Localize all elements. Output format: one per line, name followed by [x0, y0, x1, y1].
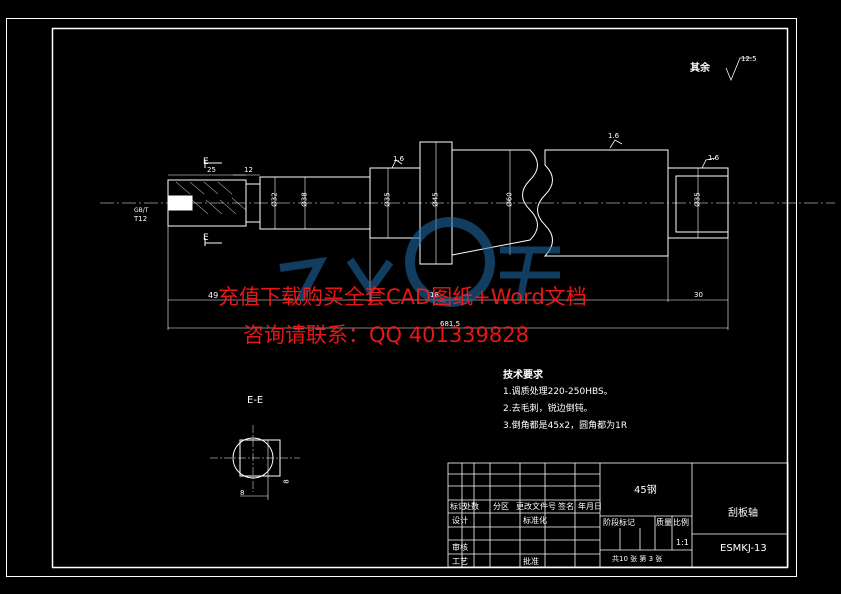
- roughness-symbols: [391, 57, 752, 169]
- inner-border: [51, 27, 789, 569]
- tb-hdr-mark: 标记: [450, 502, 466, 511]
- dim-25: 25: [207, 166, 216, 174]
- dim-key-depth: 8: [282, 479, 291, 484]
- watermark-line-2: 咨询请联系：QQ 401339828: [243, 323, 529, 347]
- tb-review: 审核: [452, 543, 468, 552]
- tb-hdr-zone: 分区: [493, 502, 509, 511]
- surface-mark-2: 1.6: [608, 132, 620, 140]
- section-view-ee: [210, 425, 300, 500]
- watermark-line-1: 充值下载购买全套CAD图纸+Word文档: [218, 285, 587, 309]
- dim-12: 12: [244, 166, 253, 174]
- dim-d45: Ø45: [431, 192, 440, 207]
- dim-d35-left: Ø35: [383, 192, 392, 207]
- watermark-logo: [279, 217, 560, 307]
- surface-mark-3: 1.6: [708, 154, 720, 162]
- tb-process: 工艺: [452, 557, 468, 566]
- tb-hdr-date: 年月日: [578, 502, 602, 511]
- tb-design: 设计: [452, 516, 468, 525]
- roughness-value: 12.5: [741, 55, 757, 63]
- dim-d38: Ø38: [300, 192, 309, 207]
- dim-18: 18: [430, 291, 439, 299]
- dim-thread: GB/T: [134, 207, 149, 214]
- tb-standard: 标准化: [523, 516, 547, 525]
- tb-stage-mark: 阶段标记: [603, 518, 635, 527]
- tech-req-item-2: 2.去毛刺，锐边倒钝。: [503, 404, 593, 414]
- section-view-label: E-E: [247, 395, 264, 406]
- tb-scale-hdr: 比例: [673, 518, 689, 527]
- tech-req-item-1: 1.调质处理220-250HBS。: [503, 387, 613, 397]
- title-block: [447, 462, 789, 568]
- tb-hdr-count: 处数: [463, 502, 479, 511]
- sheet-count: 共10 张 第 3 张: [612, 555, 663, 563]
- dim-d35-right: Ø35: [693, 192, 702, 207]
- drawing-number: ESMKJ-13: [720, 543, 767, 554]
- section-mark-bottom: E: [203, 233, 209, 243]
- dim-key-width: 8: [240, 489, 245, 497]
- tech-req-item-3: 3.倒角都是45x2，圆角都为1R: [503, 421, 628, 431]
- tb-mass: 质量: [656, 518, 672, 527]
- surface-mark-1: 1.6: [393, 155, 405, 163]
- material: 45钢: [634, 485, 657, 496]
- roughness-label: 其余: [690, 63, 710, 74]
- tb-approve: 批准: [523, 557, 539, 566]
- tb-hdr-doc: 更改文件号: [516, 502, 556, 511]
- dim-30: 30: [694, 291, 703, 299]
- dimension-lines: [167, 142, 729, 330]
- dim-d60: Ø60: [505, 192, 514, 207]
- section-mark-top: E: [203, 157, 209, 167]
- dim-49: 49: [208, 291, 219, 300]
- tech-req-title: 技术要求: [503, 370, 543, 381]
- outer-border: [6, 18, 797, 577]
- scale: 1:1: [676, 538, 689, 547]
- dim-d32: Ø32: [270, 192, 279, 207]
- dim-t12: T12: [134, 215, 148, 223]
- dim-681-5: 681.5: [440, 320, 461, 328]
- tb-hdr-sign: 签名: [558, 502, 574, 511]
- part-name: 刮板轴: [728, 508, 758, 519]
- section-markers: [204, 160, 222, 246]
